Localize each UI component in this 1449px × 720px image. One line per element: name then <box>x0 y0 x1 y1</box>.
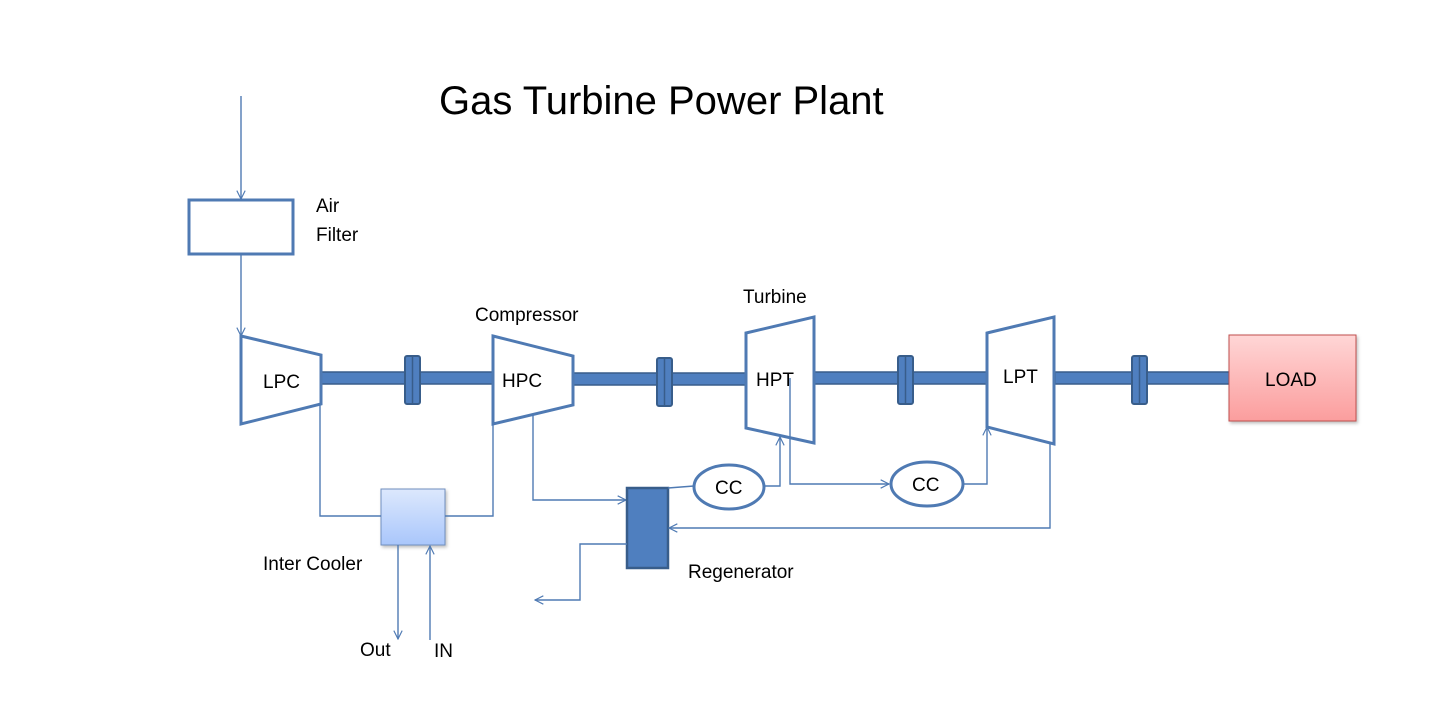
coolant-in-label: IN <box>434 641 453 662</box>
regenerator-box <box>625 486 670 570</box>
lpc-to-intercooler-line <box>319 404 381 517</box>
air-filter-label-line1: Air <box>316 196 340 217</box>
hpc-compressor <box>491 334 575 426</box>
air-filter-label-line2: Filter <box>316 225 359 246</box>
lpc-label: LPC <box>263 372 300 393</box>
exhaust-arrow <box>535 543 627 600</box>
lpc-compressor <box>239 334 323 426</box>
intercooler-label: Inter Cooler <box>263 554 363 575</box>
coupling-1 <box>404 355 421 405</box>
load-label: LOAD <box>1265 370 1317 391</box>
cc2-to-lpt-arrow <box>963 427 987 485</box>
lpt-label: LPT <box>1003 367 1038 388</box>
hpc-label: HPC <box>502 371 542 392</box>
coolant-out-label: Out <box>360 640 391 661</box>
hpt-to-cc2-arrow <box>789 378 889 484</box>
hpt-label: HPT <box>756 370 794 391</box>
lpt-turbine <box>985 315 1056 446</box>
load-box <box>1228 334 1357 422</box>
compressor-group-label: Compressor <box>475 305 579 326</box>
intercooler-box <box>380 488 446 546</box>
regenerator-to-cc1-line <box>667 485 695 489</box>
coupling-3 <box>897 355 914 405</box>
coupling-2 <box>656 357 673 407</box>
diagram-title: Gas Turbine Power Plant <box>439 79 884 123</box>
cc1-to-hpt-arrow <box>764 437 780 487</box>
air-filter-box <box>187 198 295 256</box>
turbine-group-label: Turbine <box>743 287 807 308</box>
cc1-label: CC <box>715 478 742 499</box>
lpt-to-regenerator-arrow <box>669 444 1051 528</box>
combustion-chamber-1 <box>692 463 766 511</box>
hpt-turbine <box>744 315 816 445</box>
coupling-4 <box>1131 355 1148 405</box>
cc2-label: CC <box>912 475 939 496</box>
regenerator-label: Regenerator <box>688 562 794 583</box>
intercooler-to-hpc-line <box>445 424 494 517</box>
hpc-to-regenerator-arrow <box>532 415 626 500</box>
